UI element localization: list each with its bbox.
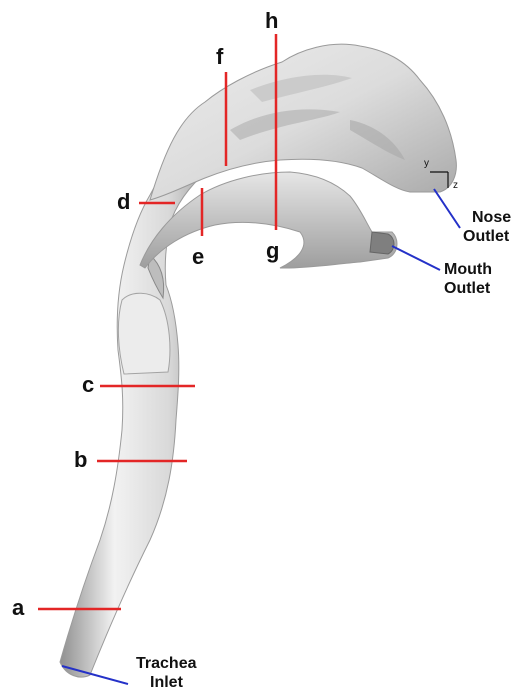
y-axis-label: y [424, 158, 429, 169]
section-label-g: g [266, 238, 279, 263]
mouth-outlet-label-line1: Mouth [444, 261, 492, 278]
trachea-inlet-label-line1: Trachea [136, 655, 197, 672]
section-label-c: c [82, 372, 94, 397]
section-label-b: b [74, 447, 87, 472]
nose-outlet-label-line2: Outlet [463, 228, 510, 245]
nose-outlet-label: Nose Outlet [463, 209, 516, 245]
mouth-outlet-tip [370, 232, 394, 254]
section-label-e: e [192, 244, 204, 269]
trachea-inlet-label-line2: Inlet [150, 674, 184, 691]
nose-outlet-pointer [434, 189, 460, 228]
trachea-inlet-label: Trachea Inlet [136, 655, 201, 691]
port-labels: Nose Outlet Mouth Outlet Trachea Inlet [136, 209, 516, 691]
mouth-outlet-label: Mouth Outlet [444, 261, 496, 297]
section-label-f: f [216, 44, 224, 69]
larynx-region [118, 293, 170, 374]
airway-geometry [60, 44, 456, 677]
section-label-a: a [12, 595, 25, 620]
mouth-outlet-pointer [392, 246, 440, 270]
nose-outlet-label-line1: Nose [472, 209, 511, 226]
section-label-h: h [265, 8, 278, 33]
z-axis-label: z [453, 180, 458, 191]
section-label-d: d [117, 189, 130, 214]
mouth-outlet-label-line2: Outlet [444, 280, 491, 297]
